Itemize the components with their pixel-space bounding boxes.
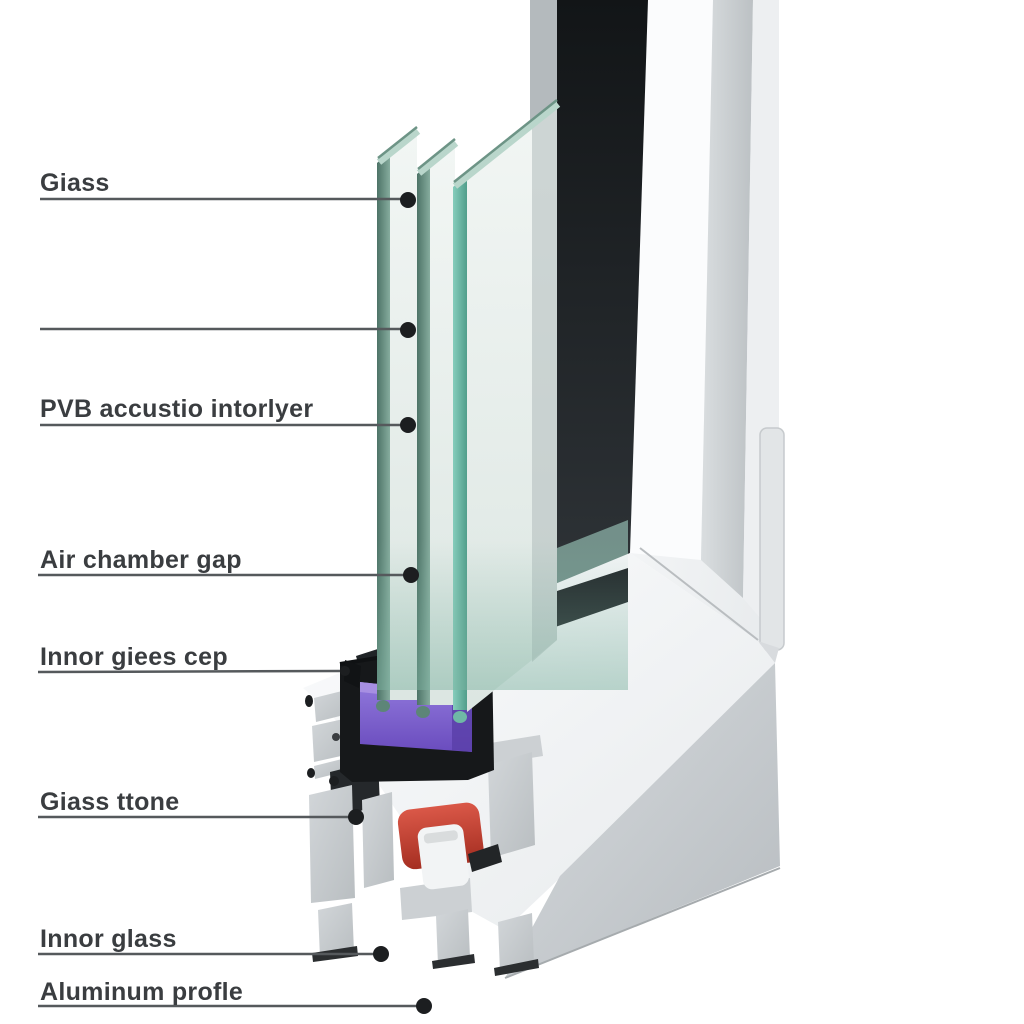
seal-nub — [344, 660, 361, 688]
pane-tip — [453, 711, 467, 723]
label-air-chamber-gap: Air chamber gap — [40, 546, 242, 574]
label-inner-glass-cap: Innor giees cep — [40, 643, 228, 671]
label-aluminum-profile: Aluminum profle — [40, 978, 243, 1006]
pane-tip — [376, 700, 390, 712]
glass-lower-tint — [377, 540, 628, 690]
leader-lines — [37, 197, 417, 1008]
label-pvb-interlayer: PVB accustio intorlyer — [40, 395, 313, 423]
label-inner-glass: Innor glass — [40, 925, 177, 953]
leader-dot — [416, 998, 432, 1014]
leader-dots — [340, 192, 432, 1014]
pane-tip — [416, 706, 430, 718]
clamp-seal — [468, 844, 502, 872]
outer-frame-jamb — [630, 0, 785, 651]
leader-dot — [373, 946, 389, 962]
leader-dot — [348, 809, 364, 825]
leader-dot — [400, 417, 416, 433]
leader-dot — [400, 192, 416, 208]
glazing-strip — [557, 0, 648, 588]
frame-back-edge — [530, 0, 557, 124]
leader-dot — [403, 567, 419, 583]
clamp-gasket — [397, 802, 484, 890]
glass-unit — [376, 99, 628, 723]
label-glass: Giass — [40, 169, 110, 197]
frame-fin — [759, 427, 785, 651]
leader-dot — [340, 666, 350, 676]
leader-dot — [400, 322, 416, 338]
label-glass-frame: Giass ttone — [40, 788, 179, 816]
leader-line — [37, 669, 341, 674]
